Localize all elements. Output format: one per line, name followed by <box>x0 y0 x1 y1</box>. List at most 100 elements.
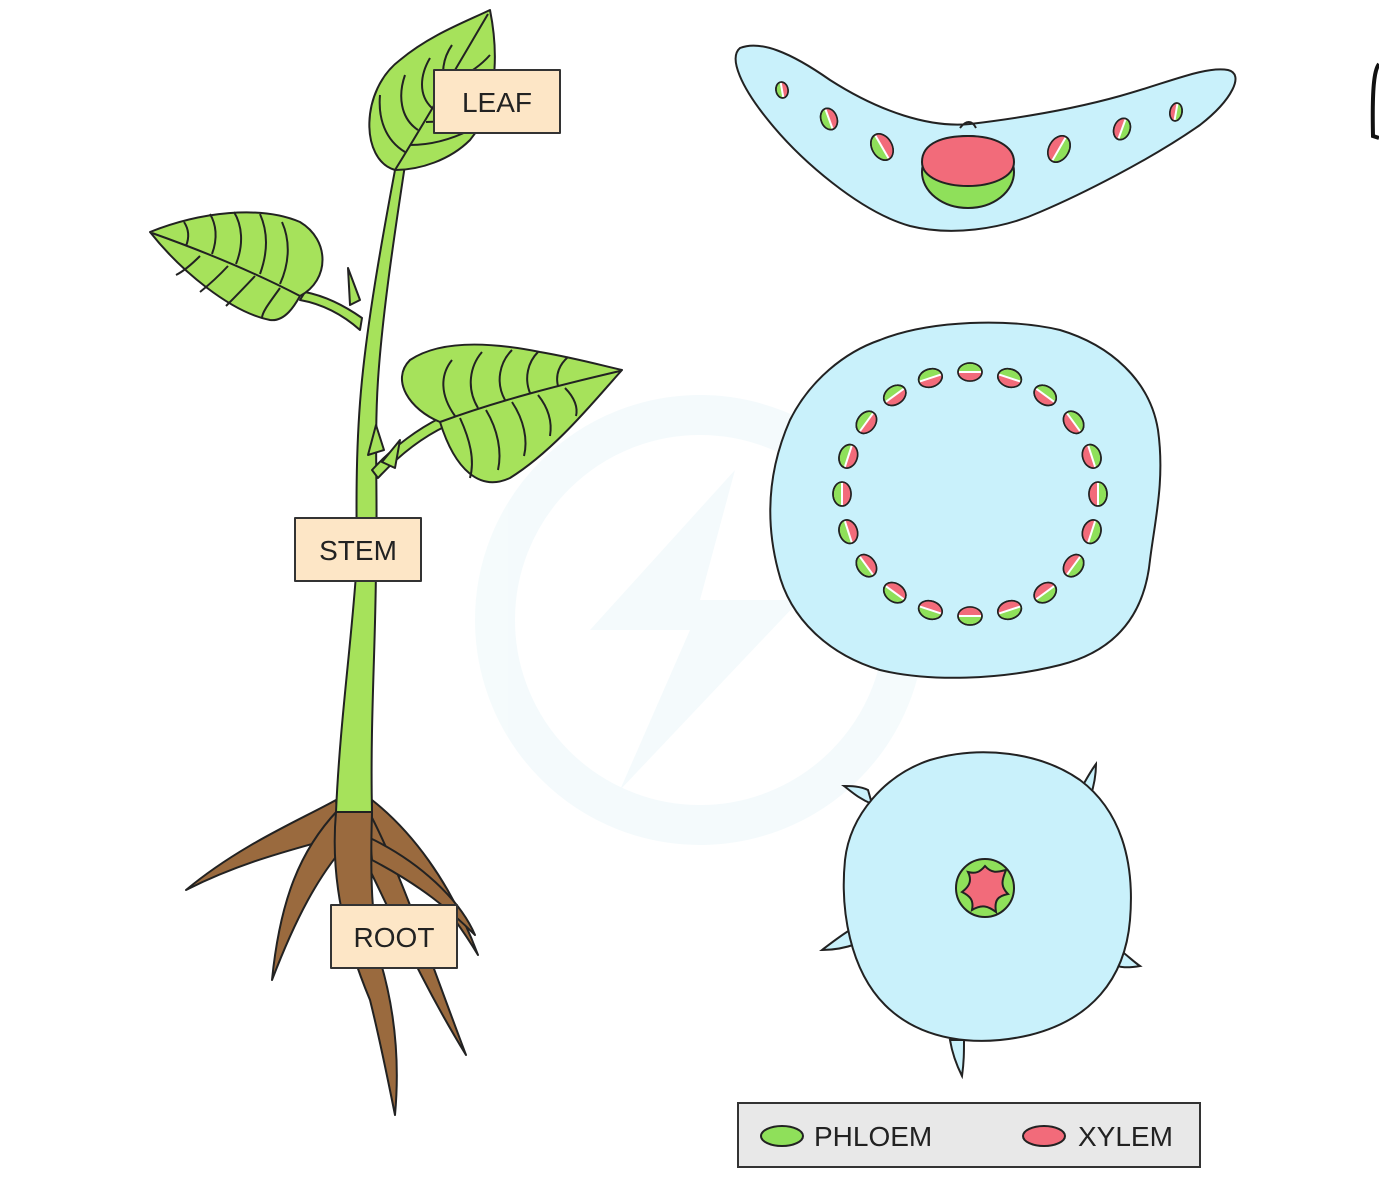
leaf-bundle-3-divider <box>874 135 890 159</box>
stem-bundle-14 <box>855 553 878 578</box>
stem-bundle-20 <box>917 367 943 389</box>
stem-bundle-11-xylem <box>958 607 982 616</box>
stem-bundle-16-outline <box>832 481 852 507</box>
stem-cross-section <box>769 321 1162 679</box>
stem-bundle-5-outline <box>1081 443 1102 469</box>
leaf-bundle-2 <box>819 107 839 131</box>
leaf-bundle-3-outline <box>870 133 894 161</box>
stem-bundle-20-xylem <box>918 374 943 388</box>
stem-bundle-7-divider <box>1087 520 1097 543</box>
label-root-text: ROOT <box>354 922 435 953</box>
stem-bundle-16 <box>832 481 852 507</box>
stem-bundle-4 <box>1062 410 1085 435</box>
stem-bundle-1 <box>957 362 983 382</box>
stem-bundle-3 <box>1033 384 1058 407</box>
stem-bundle-15-xylem <box>844 519 858 544</box>
leaf-bundle-5 <box>1112 117 1132 141</box>
stem-bundle-3-outline <box>1033 384 1058 407</box>
leaf-bundle-5-divider <box>1117 119 1127 139</box>
stem-bundle-17-divider <box>843 445 853 468</box>
stem-bundle-16-xylem <box>842 482 851 506</box>
label-stem-text: STEM <box>319 535 397 566</box>
stem-bundle-14-outline <box>855 553 878 578</box>
stem-bundle-17 <box>838 443 859 469</box>
stem-bundle-1-outline <box>957 362 983 382</box>
stem-bundle-2-outline <box>997 367 1023 389</box>
stem-bundle-15-divider <box>843 520 853 543</box>
stem-bundle-12-divider <box>919 605 942 615</box>
stem-bundle-8-divider <box>1066 556 1081 576</box>
stem-bundle-5-xylem <box>1082 444 1096 469</box>
stem-bundle-7-xylem <box>1082 519 1096 544</box>
legend-phloem-label: PHLOEM <box>814 1121 932 1152</box>
stem-bundle-19-xylem <box>885 388 906 406</box>
stem-bundle-18 <box>855 410 878 435</box>
stem-bundle-4-outline <box>1062 410 1085 435</box>
stem-bundle-20-outline <box>917 367 943 389</box>
leaf-midrib-bundle <box>920 134 1016 209</box>
edge-bracket-shape <box>1370 62 1379 140</box>
stem-bundle-10 <box>997 599 1023 621</box>
stem-bundle-13-divider <box>885 585 905 600</box>
leaf-left-veins <box>151 211 301 319</box>
leaf-right <box>400 343 623 484</box>
stem-bundle-5-divider <box>1087 445 1097 468</box>
bud-2 <box>367 424 385 456</box>
stem-bundle-15 <box>838 519 859 545</box>
leaf-bundle-4-divider <box>1051 137 1067 161</box>
stem-bundle-11-outline <box>957 606 983 626</box>
legend-phloem-swatch <box>760 1125 804 1147</box>
stem-bundle-8-outline <box>1062 553 1085 578</box>
stem-bundle-18-outline <box>855 410 878 435</box>
stem-bundle-9-outline <box>1033 581 1058 604</box>
root-vascular-core <box>955 858 1015 918</box>
stem-bundle-17-xylem <box>844 444 858 469</box>
leaf-section-midrib-notch <box>959 121 977 129</box>
stem-bundle-2-divider <box>998 373 1021 383</box>
stem-bundle-5 <box>1081 443 1102 469</box>
stem-bundle-6 <box>1088 481 1108 507</box>
leaf-bundle-6-outline <box>1169 102 1183 122</box>
label-leaf-text: LEAF <box>462 87 532 118</box>
stem-vascular-bundles <box>832 362 1108 626</box>
stem-bundle-8-xylem <box>1063 554 1081 576</box>
stem-bundle-10-divider <box>998 605 1021 615</box>
leaf-vascular-bundles <box>775 81 1183 163</box>
stem-bundle-6-outline <box>1088 481 1108 507</box>
stem-bundle-13 <box>882 581 907 604</box>
leaf-bundle-6 <box>1169 102 1183 122</box>
stem-bundle-10-xylem <box>997 600 1022 614</box>
stem-bundle-2 <box>997 367 1023 389</box>
stem-bundle-12-xylem <box>918 600 943 614</box>
stem-bundle-3-xylem <box>1034 388 1055 406</box>
stem <box>335 164 406 813</box>
stem-bundle-18-xylem <box>859 412 877 434</box>
label-leaf: LEAF <box>433 69 561 134</box>
stem-bundle-7-outline <box>1081 519 1102 545</box>
stem-bundle-10-outline <box>997 599 1023 621</box>
label-stem: STEM <box>294 517 422 582</box>
leaf-bundle-3 <box>870 133 894 161</box>
leaf-bundle-1-outline <box>775 81 789 99</box>
legend-box <box>737 1102 1201 1168</box>
root-cross-section <box>818 751 1143 1080</box>
stem-bundle-1-xylem <box>958 372 982 381</box>
legend-xylem-swatch <box>1022 1125 1066 1147</box>
leaf-cross-section <box>734 44 1237 232</box>
leaf-bundle-4 <box>1047 135 1071 163</box>
leaf-right-veins <box>439 349 621 479</box>
stem-bundle-7 <box>1081 519 1102 545</box>
leaf-bundle-2-outline <box>819 107 839 131</box>
stem-bundle-14-divider <box>859 556 874 576</box>
stem-bundle-12 <box>917 599 943 621</box>
petiole-left <box>299 291 363 331</box>
stem-bundle-20-divider <box>919 373 942 383</box>
bud-1 <box>347 267 361 306</box>
stem-bundle-13-outline <box>882 581 907 604</box>
stem-bundle-17-outline <box>838 443 859 469</box>
root-xylem-star <box>960 864 1011 915</box>
stem-bundle-18-divider <box>859 412 874 432</box>
stem-bundle-19-outline <box>882 384 907 407</box>
